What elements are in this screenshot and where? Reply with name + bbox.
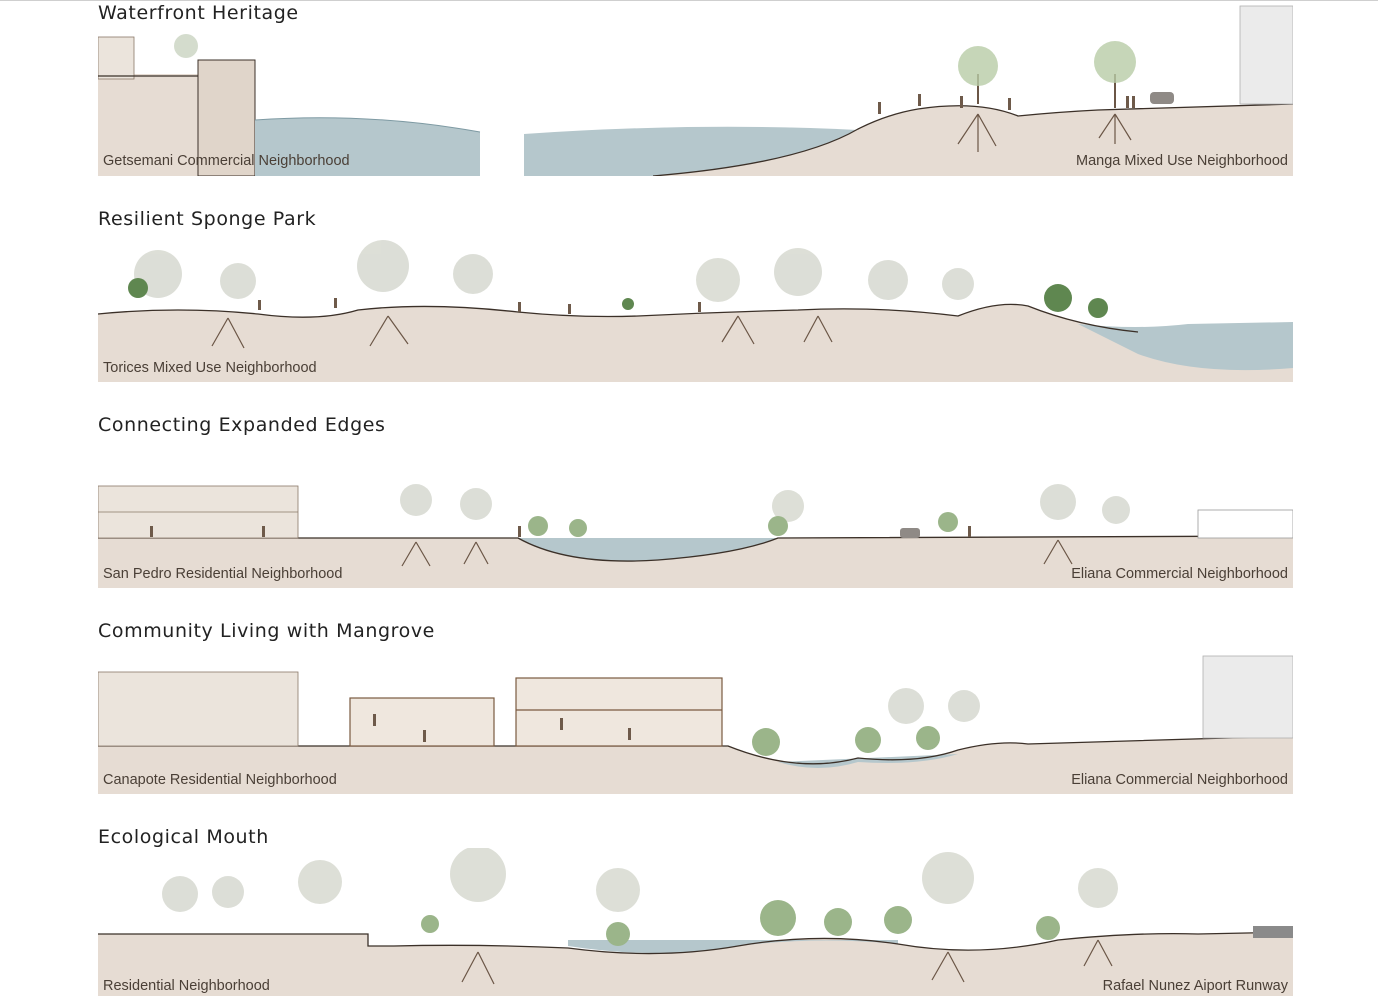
quay-wall xyxy=(197,59,256,176)
neighborhood-label-right: Manga Mixed Use Neighborhood xyxy=(1076,153,1288,169)
building-icon xyxy=(1202,655,1293,739)
section-drawing: San Pedro Residential Neighborhood Elian… xyxy=(98,476,1293,588)
neighborhood-label-left: Getsemani Commercial Neighborhood xyxy=(103,153,350,169)
section-drawing-svg xyxy=(98,484,1293,588)
tree-icon xyxy=(528,512,958,537)
tree-icon xyxy=(888,688,980,724)
person-icon xyxy=(373,714,631,742)
section-drawing: Torices Mixed Use Neighborhood xyxy=(98,236,1293,382)
soil xyxy=(98,736,1293,794)
tree-icon xyxy=(400,484,1130,524)
root-icon xyxy=(401,539,1073,567)
neighborhood-label-right: Eliana Commercial Neighborhood xyxy=(1071,566,1288,582)
building-icon xyxy=(1197,509,1293,539)
section-drawing-svg xyxy=(98,5,1293,176)
section-drawing: Canapote Residential Neighborhood Eliana… xyxy=(98,654,1293,794)
section-title: Ecological Mouth xyxy=(98,826,269,848)
section-title: Resilient Sponge Park xyxy=(98,208,317,230)
tree-icon xyxy=(174,34,198,58)
neighborhood-label-right: Rafael Nunez Aiport Runway xyxy=(1102,978,1288,994)
ground-line xyxy=(98,931,1293,955)
water xyxy=(778,754,958,768)
section-title: Waterfront Heritage xyxy=(98,2,299,24)
section-drawing-svg xyxy=(98,848,1293,996)
ground-line xyxy=(98,303,1139,333)
tree-icon xyxy=(1094,41,1136,108)
neighborhood-label-left: San Pedro Residential Neighborhood xyxy=(103,566,343,582)
tree-icon xyxy=(128,278,1108,318)
tree-icon xyxy=(162,848,1118,912)
root-icon xyxy=(1098,113,1132,144)
section-drawing: Residential Neighborhood Rafael Nunez Ai… xyxy=(98,848,1293,996)
car-icon xyxy=(1150,92,1174,104)
water xyxy=(1078,322,1293,371)
person-icon xyxy=(258,298,701,314)
building-icon xyxy=(98,671,299,747)
person-icon xyxy=(878,94,1135,114)
water xyxy=(518,538,778,562)
root-icon xyxy=(211,315,833,349)
person-icon xyxy=(150,526,971,537)
building-icon xyxy=(98,36,135,80)
section-ecological-mouth: Ecological Mouth Residential Neighborhoo… xyxy=(0,824,1378,1000)
building-icon xyxy=(1239,5,1293,105)
building-icon xyxy=(515,677,723,747)
section-drawing: Getsemani Commercial Neighborhood Manga … xyxy=(98,4,1293,176)
root-icon xyxy=(957,113,997,152)
top-rule xyxy=(0,0,1378,1)
ground-line xyxy=(98,735,1293,765)
section-resilient-sponge-park: Resilient Sponge Park Torices Mixed Use … xyxy=(0,206,1378,386)
section-drawing-svg xyxy=(98,240,1293,382)
neighborhood-label-left: Residential Neighborhood xyxy=(103,978,270,994)
section-community-living-with-mangrove: Community Living with Mangrove Canapote … xyxy=(0,618,1378,798)
water-line xyxy=(254,117,481,133)
tree-icon xyxy=(421,900,1060,946)
tree-icon xyxy=(752,726,940,756)
section-connecting-expanded-edges: Connecting Expanded Edges San Pedro Resi xyxy=(0,412,1378,592)
neighborhood-label-right: Eliana Commercial Neighborhood xyxy=(1071,772,1288,788)
tree-icon xyxy=(958,46,998,104)
ground-line xyxy=(98,535,1293,562)
soil xyxy=(98,304,1293,382)
section-title: Community Living with Mangrove xyxy=(98,620,435,642)
section-title: Connecting Expanded Edges xyxy=(98,414,386,436)
neighborhood-label-left: Torices Mixed Use Neighborhood xyxy=(103,360,317,376)
ground-line xyxy=(652,103,1293,176)
neighborhood-label-left: Canapote Residential Neighborhood xyxy=(103,772,337,788)
water-left xyxy=(255,117,480,176)
car-icon xyxy=(900,528,920,538)
tree-icon xyxy=(134,240,974,302)
soil-right xyxy=(653,104,1293,176)
building-icon xyxy=(1253,926,1293,938)
root-icon xyxy=(461,939,1113,985)
section-waterfront-heritage: Waterfront Heritage xyxy=(0,0,1378,180)
building-icon xyxy=(349,697,495,747)
soil xyxy=(98,932,1293,996)
soil xyxy=(98,536,1293,588)
section-drawing-svg xyxy=(98,655,1293,794)
